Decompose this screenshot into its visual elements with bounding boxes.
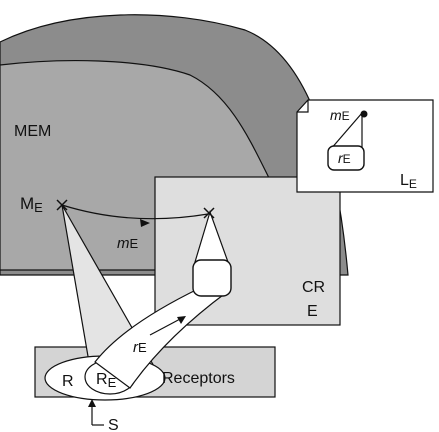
s-arrow-head: [88, 399, 96, 407]
inset-dot-icon: [360, 110, 368, 118]
me-star-icon: [56, 199, 68, 211]
s-label: S: [108, 417, 119, 432]
inset-re-box: [327, 145, 365, 171]
le-label: LE: [400, 172, 417, 191]
memory-node-box: [192, 259, 232, 297]
re-small-label: rE: [133, 339, 147, 356]
receptors-label: Receptors: [162, 370, 235, 387]
re-arrow-head: [177, 316, 186, 324]
le-inset-fold: [297, 100, 309, 113]
inset-re-label: rE: [338, 150, 351, 166]
r-label: R: [62, 373, 74, 390]
me-label: ME: [20, 194, 43, 215]
target-star-icon: [203, 207, 215, 219]
me-small-label: mE: [117, 235, 139, 252]
me-arrow-curve: [61, 204, 209, 220]
me-arrow-head: [140, 219, 150, 227]
e-label: E: [307, 303, 318, 320]
re-label: RE: [96, 371, 117, 390]
mem-label: MEM: [14, 123, 51, 140]
cr-label: CR: [302, 279, 325, 296]
re-arrow-line: [149, 317, 183, 336]
inset-line: [329, 112, 363, 151]
inset-me-label: mE: [330, 107, 350, 123]
